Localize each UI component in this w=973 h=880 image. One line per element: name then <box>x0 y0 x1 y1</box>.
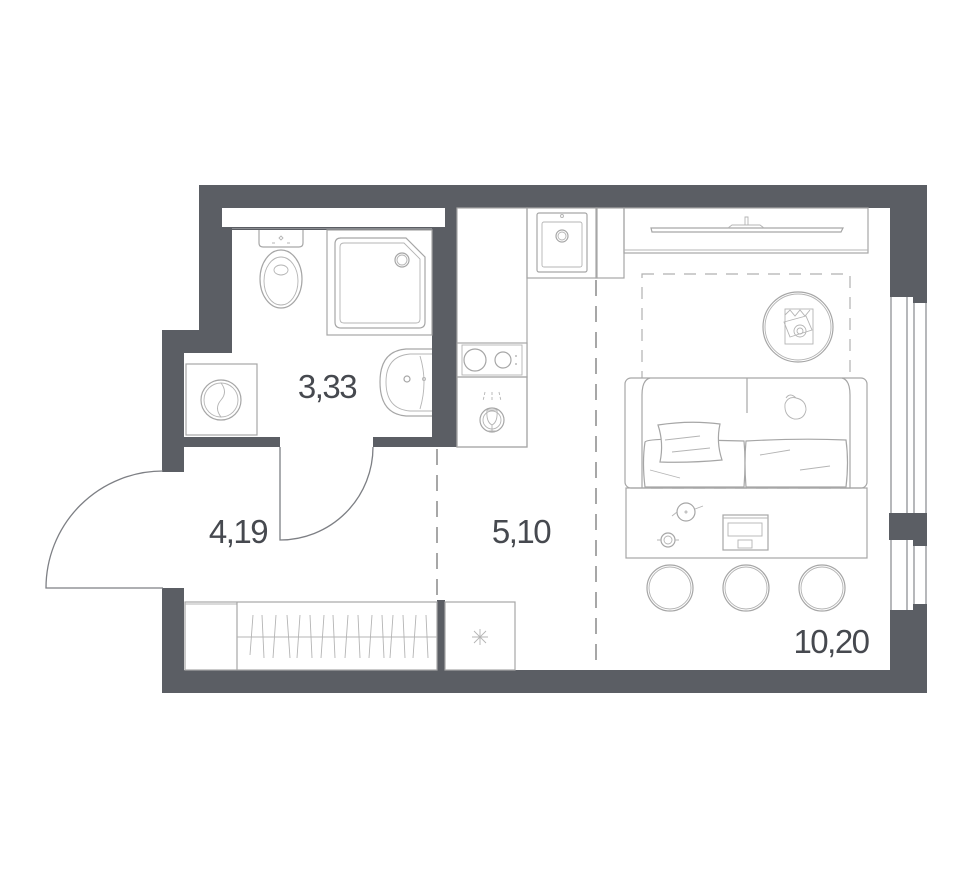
tv-stand-icon <box>623 207 869 254</box>
window-icon <box>889 297 927 610</box>
bathroom-area-label: 3,33 <box>298 368 356 405</box>
toilet-icon <box>258 230 304 309</box>
window-opening-upper <box>889 297 929 513</box>
laptop-icon <box>722 514 769 551</box>
bathroom-door-icon <box>279 446 374 541</box>
round-table-icon <box>762 291 834 363</box>
bathroom-area <box>232 230 432 437</box>
entrance-door-icon <box>45 470 164 589</box>
washbasin-icon <box>379 348 432 417</box>
wall-niche <box>222 208 445 227</box>
hallway-area <box>184 447 457 670</box>
cup-icon <box>657 532 679 548</box>
teapot-icon <box>671 502 704 522</box>
shower-tray-icon <box>326 229 433 336</box>
stool-icon <box>646 564 846 612</box>
wall-stub <box>437 600 445 670</box>
sofa-icon <box>624 377 868 489</box>
washer-alcove <box>184 353 232 437</box>
hallway-area-label: 4,19 <box>209 513 267 550</box>
dishwasher-icon <box>456 376 528 448</box>
window-opening-lower <box>889 540 929 610</box>
washing-machine-icon <box>185 363 258 436</box>
bathroom-door-opening <box>280 436 373 448</box>
coffee-table-icon <box>625 487 868 559</box>
kitchen-sink-icon <box>526 207 598 279</box>
fridge-icon <box>444 601 516 671</box>
wardrobe-icon <box>184 601 438 671</box>
hob-icon <box>456 342 528 378</box>
living-room-area-label: 10,20 <box>793 623 869 660</box>
entrance-opening <box>158 472 186 588</box>
kitchen-area-label: 5,10 <box>492 513 551 550</box>
